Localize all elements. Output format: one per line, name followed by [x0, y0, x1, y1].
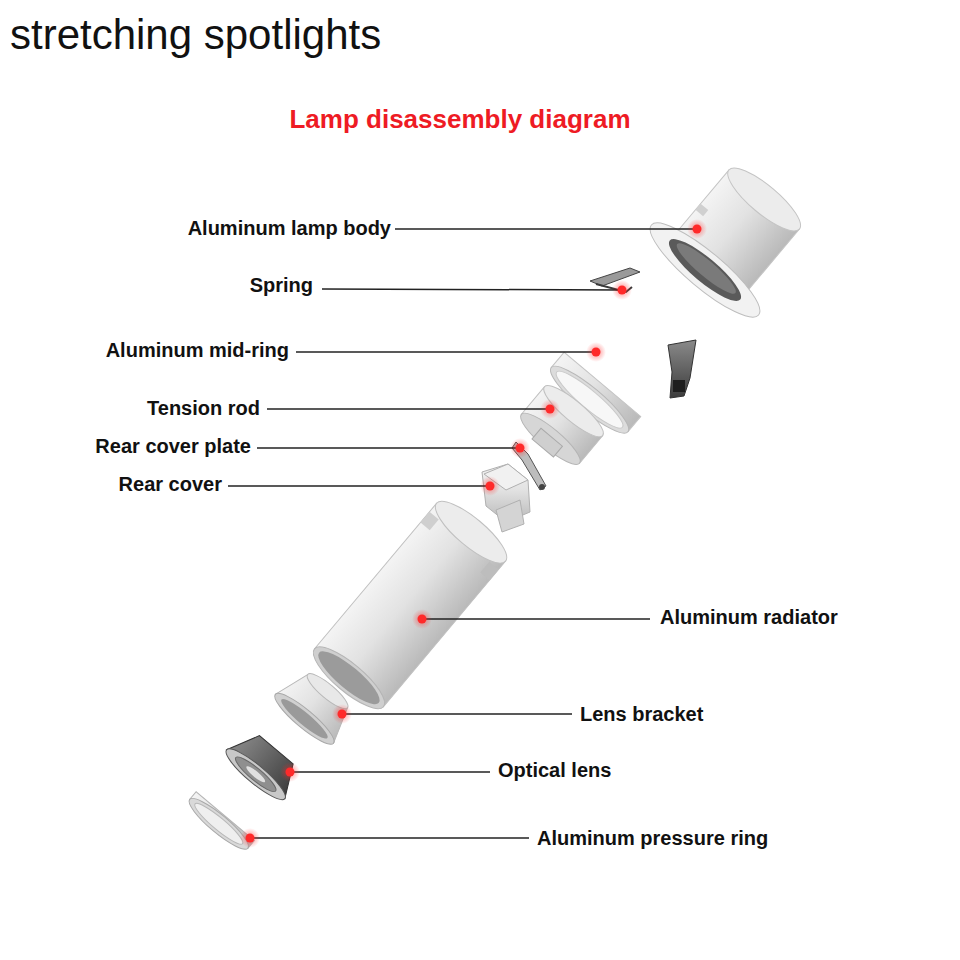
part-label: Aluminum radiator	[660, 605, 838, 629]
bracket-hole	[278, 695, 332, 743]
page-title: stretching spotlights	[10, 10, 381, 60]
part-label: Aluminum mid-ring	[106, 338, 289, 362]
lens-face	[221, 743, 291, 806]
leader-line	[228, 485, 490, 487]
clip-terminal	[673, 380, 685, 392]
body-opening	[662, 231, 748, 309]
marker-dot	[693, 225, 702, 234]
leader-lines	[228, 229, 697, 838]
pressure-ring-face	[184, 793, 254, 856]
leader-line	[342, 713, 572, 715]
optical-lens-figure	[221, 725, 306, 805]
marker-glow	[240, 828, 260, 848]
bracket-cone	[275, 667, 356, 743]
rod-block	[532, 428, 562, 457]
part-label: Tension rod	[147, 396, 260, 420]
marker-dots	[240, 219, 707, 848]
lamp-body-figure	[640, 144, 827, 329]
leader-line	[395, 228, 697, 230]
marker-dot	[486, 482, 495, 491]
lens-center	[245, 764, 267, 784]
marker-dot	[246, 834, 255, 843]
marker-glow	[412, 609, 432, 629]
clip-body	[668, 340, 696, 398]
rear-cover-figure	[482, 464, 530, 532]
marker-dot	[286, 768, 295, 777]
plate-screw	[539, 484, 545, 490]
leader-line	[322, 289, 622, 290]
part-label: Lens bracket	[580, 702, 703, 726]
radiator-figure	[305, 493, 514, 718]
marker-glow	[332, 704, 352, 724]
subtitle: Lamp disassembly diagram	[289, 104, 630, 135]
part-label: Spring	[250, 273, 313, 297]
lens-body	[227, 725, 306, 798]
marker-glow	[687, 219, 707, 239]
cover-tab	[496, 500, 524, 532]
part-label: Aluminum pressure ring	[537, 826, 768, 850]
leader-line	[290, 771, 490, 773]
radiator-notch	[421, 512, 439, 530]
radiator-back	[428, 493, 515, 572]
marker-glow	[612, 280, 632, 300]
pressure-ring-inner	[191, 799, 246, 848]
part-label: Aluminum lamp body	[188, 216, 391, 240]
bracket-rim	[270, 687, 340, 750]
marker-glow	[280, 762, 300, 782]
leader-line	[257, 447, 520, 449]
body-slot	[695, 204, 708, 217]
radiator-notch	[480, 562, 498, 580]
part-label: Rear cover	[119, 472, 222, 496]
marker-glow	[540, 399, 560, 419]
leader-line	[422, 618, 650, 620]
marker-dot	[516, 444, 525, 453]
marker-glow	[586, 342, 606, 362]
lens-bracket-figure	[270, 661, 362, 750]
leader-line	[296, 351, 596, 353]
marker-dot	[418, 615, 427, 624]
leader-line	[250, 837, 529, 839]
body-thread	[672, 238, 741, 299]
leader-line	[267, 408, 550, 410]
body-cap	[720, 159, 808, 240]
marker-glow	[480, 476, 500, 496]
marker-glow	[510, 438, 530, 458]
part-label: Rear cover plate	[95, 434, 251, 458]
marker-dot	[546, 405, 555, 414]
part-label: Optical lens	[498, 758, 611, 782]
clip-figure	[668, 340, 696, 398]
marker-dot	[338, 710, 347, 719]
marker-dot	[618, 286, 627, 295]
marker-dot	[592, 348, 601, 357]
lens-facets	[232, 753, 280, 796]
